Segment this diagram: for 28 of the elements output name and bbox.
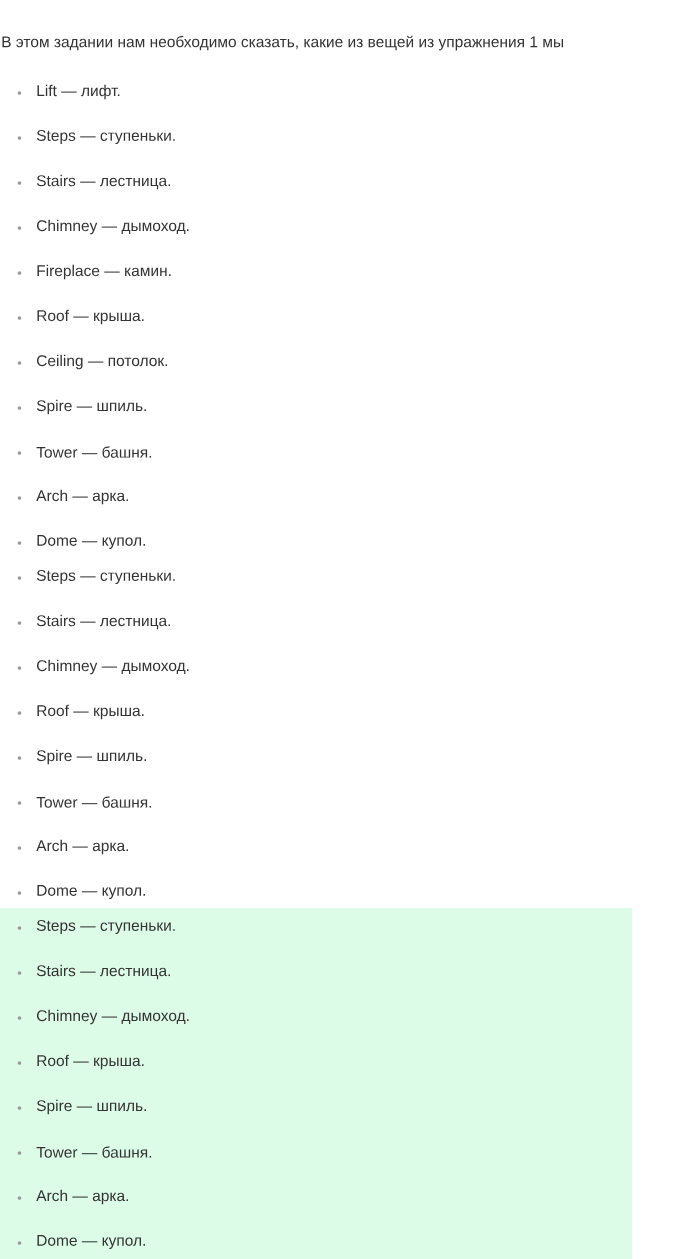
- list-item: Tower — башня.: [17, 796, 152, 808]
- list-item: Stairs — лестница.: [17, 964, 171, 980]
- list-item: Stairs — лестница.: [17, 174, 171, 190]
- list-item: Roof — крыша.: [17, 704, 144, 720]
- list-item: Steps — ступеньки.: [17, 570, 175, 585]
- intro-text: В этом задании нам необходимо сказать, какие из вещей из упражнения 1 мы: [2, 35, 564, 51]
- list-item: Dome — купол.: [17, 535, 145, 549]
- list-item: Chimney — дымоход.: [17, 659, 189, 675]
- list-item: Arch — арка.: [17, 489, 129, 505]
- list-item: Arch — арка.: [17, 1189, 129, 1205]
- list-item: Tower — башня.: [17, 1146, 152, 1158]
- list-item: Ceiling — потолок.: [17, 354, 168, 370]
- list-item: Tower — башня.: [17, 446, 152, 458]
- list-item: Fireplace — камин.: [17, 264, 171, 280]
- list-item: Dome — купол.: [17, 1235, 145, 1249]
- list-item: Chimney — дымоход.: [17, 219, 189, 235]
- list-item: Steps — ступеньки.: [17, 920, 175, 935]
- list-item: Spire — шпиль.: [17, 749, 146, 765]
- list-item: Chimney — дымоход.: [17, 1009, 189, 1025]
- list-item: Lift — лифт.: [17, 84, 120, 100]
- list-item: Dome — купол.: [17, 885, 145, 899]
- list-item: Arch — арка.: [17, 839, 129, 855]
- list-item: Stairs — лестница.: [17, 614, 171, 630]
- list-item: Spire — шпиль.: [17, 399, 146, 415]
- list-item: Roof — крыша.: [17, 309, 144, 325]
- list-item: Steps — ступеньки.: [17, 130, 175, 145]
- list-item: Spire — шпиль.: [17, 1099, 146, 1115]
- list-item: Roof — крыша.: [17, 1054, 144, 1070]
